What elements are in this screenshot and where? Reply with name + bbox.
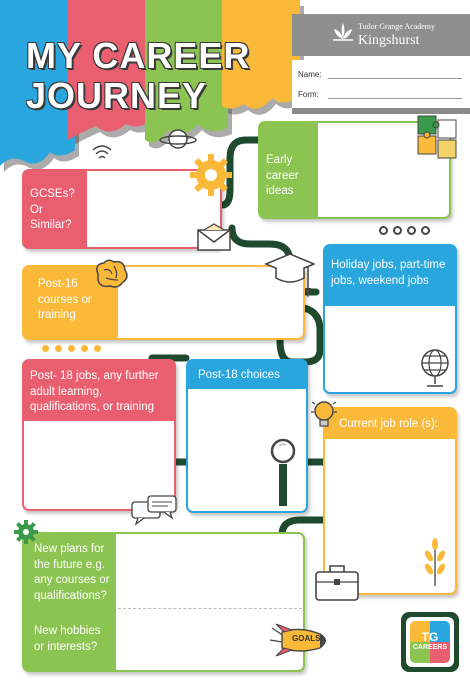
new-plans-label: New plans for the future e.g. any course…	[34, 543, 110, 602]
post16-box[interactable]: Post-16 courses or training	[22, 265, 305, 340]
gear-icon	[14, 520, 38, 544]
post18-choices-box[interactable]: Post-18 choices	[186, 359, 308, 513]
holiday-jobs-label: Holiday jobs, part-time jobs, weekend jo…	[325, 246, 455, 306]
gcses-label: GCSEs? Or Similar?	[24, 171, 87, 247]
rocket-icon: GOALS	[270, 620, 340, 662]
puzzle-icon	[417, 115, 457, 159]
post18-choices-label: Post-18 choices	[188, 361, 306, 389]
name-label: Name:	[298, 70, 322, 79]
graduation-cap-icon	[264, 253, 316, 298]
planet-icon	[159, 129, 197, 149]
badge-line-1: TG	[421, 630, 439, 644]
new-plans-panel	[24, 534, 116, 670]
title-line-2: JOURNEY	[26, 75, 208, 116]
briefcase-icon	[315, 565, 359, 601]
academy-logo: Tudor Grange Academy Kingshurst	[292, 14, 470, 56]
wifi-icon	[92, 145, 112, 159]
academy-name-line-1: Tudor Grange Academy	[358, 22, 436, 31]
post18-jobs-box[interactable]: Post- 18 jobs, any further adult learnin…	[22, 359, 176, 511]
tg-careers-badge: TG CAREERS	[401, 612, 459, 672]
brain-icon	[96, 259, 128, 288]
post18-jobs-label: Post- 18 jobs, any further adult learnin…	[24, 361, 174, 421]
form-label: Form:	[298, 90, 319, 99]
dots-decoration	[42, 345, 101, 352]
globe-icon	[421, 349, 449, 387]
gear-icon	[190, 154, 232, 196]
lotus-icon	[333, 23, 353, 41]
badge-line-2: CAREERS	[412, 644, 448, 651]
dots-decoration	[379, 226, 430, 235]
gcses-box[interactable]: GCSEs? Or Similar?	[22, 169, 222, 249]
new-plans-divider	[118, 608, 302, 609]
student-details: Name: Form:	[292, 60, 470, 110]
name-field[interactable]	[328, 78, 462, 79]
academy-name-line-2: Kingshurst	[358, 33, 420, 48]
new-plans-box[interactable]: New plans for the future e.g. any course…	[22, 532, 305, 672]
form-field[interactable]	[328, 98, 462, 99]
title-line-1: MY CAREER	[26, 35, 251, 76]
holiday-jobs-box[interactable]: Holiday jobs, part-time jobs, weekend jo…	[323, 244, 457, 394]
envelope-icon	[197, 223, 231, 251]
form-panel-shadow	[292, 108, 470, 114]
light-bulb-icon	[311, 401, 337, 427]
speech-bubbles-icon	[131, 495, 177, 526]
rocket-label: GOALS	[292, 634, 321, 643]
current-job-label: Current job role (s):	[325, 409, 455, 439]
early-career-label: Early career ideas	[260, 123, 318, 217]
wheat-icon	[425, 538, 445, 586]
new-hobbies-label: New hobbies or interests?	[34, 625, 101, 653]
header-paint-drips	[0, 0, 304, 172]
magnifying-glass-icon	[270, 438, 296, 506]
